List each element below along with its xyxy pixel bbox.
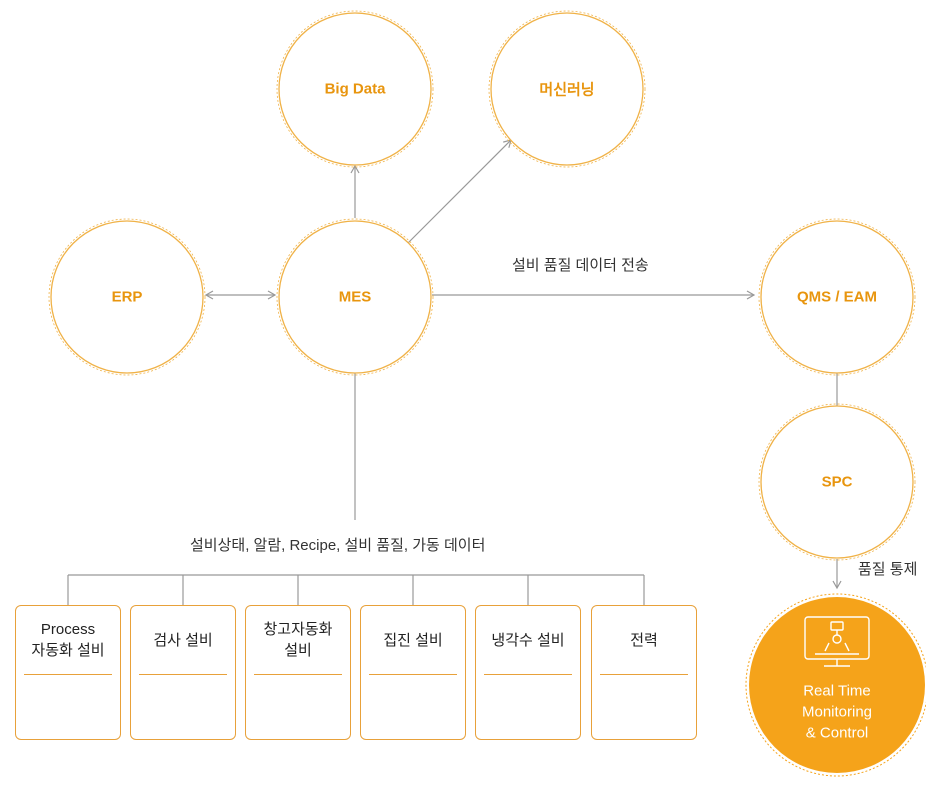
quality-control-label: 품질 통제	[858, 561, 918, 578]
spc-circle	[760, 405, 914, 559]
equipment-label: 집진 설비	[383, 631, 443, 649]
equipment-label: Process 자동화 설비	[31, 621, 105, 659]
equipment-box-warehouse: 창고자동화 설비	[245, 605, 351, 740]
box-divider	[369, 674, 457, 675]
box-divider	[24, 674, 112, 675]
equipment-box-dust-collector: 집진 설비	[360, 605, 466, 740]
erp-label: ERP	[111, 288, 143, 306]
mes-to-qms-label: 설비 품질 데이터 전송	[512, 257, 649, 274]
box-divider	[484, 674, 572, 675]
box-divider	[139, 674, 227, 675]
qms-eam-label: QMS / EAM	[796, 288, 878, 306]
equipment-label: 검사 설비	[153, 631, 213, 649]
box-divider	[600, 674, 688, 675]
mes-to-ml-arrow	[407, 139, 512, 244]
ml-circle	[490, 12, 644, 166]
erp-circle	[50, 220, 204, 374]
qms-circle-outer	[758, 218, 916, 376]
node-circles	[48, 10, 916, 561]
realtime-circle-group	[745, 593, 926, 777]
realtime-circle	[749, 597, 925, 773]
realtime-label: Real Time Monitoring & Control	[801, 682, 873, 742]
spc-circle-outer	[758, 403, 916, 561]
box-divider	[254, 674, 342, 675]
mes-label: MES	[338, 288, 372, 306]
erp-circle-outer	[48, 218, 206, 376]
equipment-label: 냉각수 설비	[491, 631, 565, 649]
equipment-box-power: 전력	[591, 605, 697, 740]
spc-label: SPC	[821, 473, 853, 491]
bigdata-label: Big Data	[324, 80, 386, 98]
equipment-box-process: Process 자동화 설비	[15, 605, 121, 740]
realtime-circle-ring	[745, 593, 926, 777]
monitor-robot-icon	[804, 616, 870, 667]
equipment-data-label: 설비상태, 알람, Recipe, 설비 품질, 가동 데이터	[190, 537, 486, 554]
ml-circle-outer	[488, 10, 646, 168]
connectors	[67, 139, 842, 605]
equipment-label: 창고자동화 설비	[263, 621, 333, 659]
equipment-box-cooling-water: 냉각수 설비	[475, 605, 581, 740]
qms-circle	[760, 220, 914, 374]
mes-circle-outer	[276, 218, 434, 376]
equipment-label: 전력	[630, 631, 658, 649]
mes-circle	[278, 220, 432, 374]
bigdata-circle	[278, 12, 432, 166]
machine-learning-label: 머신러닝	[539, 81, 595, 99]
bigdata-circle-outer	[276, 10, 434, 168]
equipment-box-inspection: 검사 설비	[130, 605, 236, 740]
